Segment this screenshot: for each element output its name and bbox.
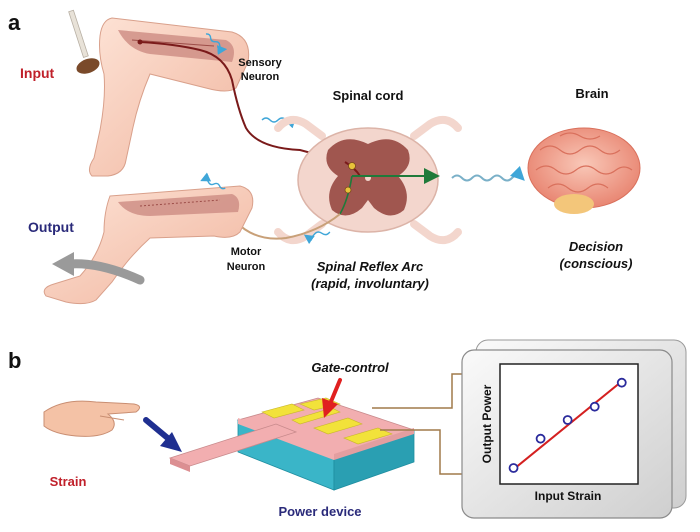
signal-wave-motor-1	[200, 172, 226, 190]
hand-icon	[43, 400, 140, 437]
conscious-label: (conscious)	[560, 256, 633, 271]
spinal-cord-label: Spinal cord	[333, 88, 404, 103]
data-point-4	[589, 401, 600, 412]
sensory-neuron-label-1: Sensory	[238, 57, 282, 69]
lower-leg-illustration	[43, 185, 254, 305]
signal-wave-sensory-1	[205, 33, 228, 55]
decision-label: Decision	[569, 239, 623, 254]
power-device-illustration	[168, 397, 416, 491]
brain-icon	[527, 127, 641, 214]
wire-top	[372, 373, 464, 409]
sensory-nerve	[139, 41, 346, 163]
data-point-5	[616, 377, 627, 388]
curved-arrow-icon	[52, 252, 145, 285]
power-device-label: Power device	[278, 504, 361, 519]
hammer-icon	[68, 9, 100, 74]
chart-x-label: Input Strain	[535, 489, 602, 503]
chart-y-label: Output Power	[480, 384, 494, 463]
wire-bottom	[380, 429, 464, 475]
input-label: Input	[20, 65, 55, 81]
spinal-cord-icon	[274, 115, 462, 245]
reflex-arc-label: Spinal Reflex Arc	[317, 259, 424, 274]
panel-b-letter: b	[8, 348, 21, 373]
gate-control-label: Gate-control	[311, 360, 389, 375]
data-point-3	[562, 415, 573, 425]
finger-press-arrow	[143, 417, 182, 452]
panel-a-letter: a	[8, 10, 21, 35]
output-power-chart	[508, 377, 627, 473]
motor-neuron-label-2: Neuron	[227, 261, 266, 273]
signal-wave-motor-2	[303, 231, 331, 245]
sensory-synapse	[348, 162, 356, 170]
sensory-receptor	[137, 39, 143, 45]
interneuron-motor	[339, 175, 353, 215]
sensory-neuron-label-2: Neuron	[241, 71, 280, 83]
upper-leg-illustration	[88, 17, 250, 177]
motor-synapse	[344, 186, 352, 194]
monitor-frame	[461, 339, 687, 519]
signal-wave-to-brain	[451, 165, 525, 182]
strain-label: Strain	[50, 474, 87, 489]
output-label: Output	[28, 219, 74, 235]
gate-control-arrow	[322, 378, 342, 418]
fit-line	[512, 380, 623, 471]
reflex-arc-subtitle: (rapid, involuntary)	[311, 276, 429, 291]
data-point-1	[508, 463, 519, 473]
motor-neuron-label-1: Motor	[231, 246, 262, 258]
data-point-2	[535, 433, 546, 444]
brain-label: Brain	[575, 86, 608, 101]
